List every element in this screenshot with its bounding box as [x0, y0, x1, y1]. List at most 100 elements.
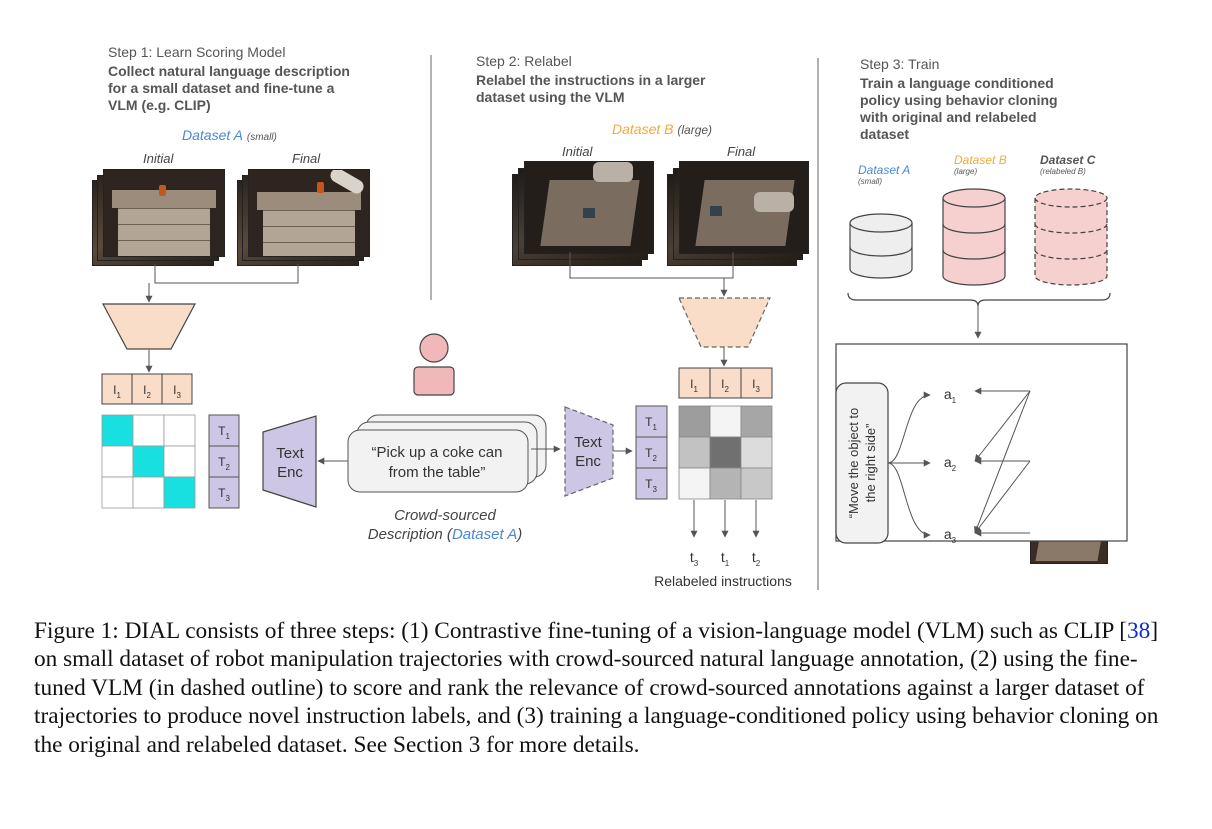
- action-a1: a1: [944, 386, 957, 405]
- step2-text-encoder-line2: Enc: [575, 453, 601, 470]
- step2-desc-line: Relabel the instructions in a larger: [476, 72, 706, 88]
- step1-label: Step 1: Learn Scoring Model: [108, 44, 286, 60]
- caption-text-before: Figure 1: DIAL consists of three steps: …: [34, 618, 1128, 644]
- step1-token-i1: I1: [113, 383, 121, 400]
- action-a3: a3: [944, 526, 957, 545]
- step3-dataset-c-label: Dataset C (relabeled B): [1040, 153, 1095, 176]
- step2-image-tokens: [678, 367, 773, 399]
- step1-token-i3: I3: [173, 383, 181, 400]
- step2-desc-line: dataset using the VLM: [476, 89, 625, 105]
- dataset-a-name: Dataset A: [858, 163, 911, 177]
- step1-initial-label: Initial: [143, 151, 174, 166]
- dataset-a-name: Dataset A: [182, 127, 243, 143]
- speech-bubble: [347, 429, 529, 493]
- obs1-to-a3: [974, 390, 1031, 534]
- database-b-icon: [942, 188, 1006, 286]
- step2-token-i3: I3: [752, 377, 760, 394]
- step2-text-tokens: [635, 405, 668, 500]
- dataset-b-name: Dataset B: [612, 121, 674, 137]
- step3-desc-line: with original and relabeled: [860, 109, 1037, 125]
- crowd-sourced-label: Crowd-sourced Description (Dataset A): [360, 506, 530, 544]
- step2-token-t3: T3: [645, 477, 657, 494]
- database-a-icon: [849, 213, 913, 279]
- step3-dataset-b-label: Dataset B (large): [954, 153, 1007, 176]
- step2-output-1: t3: [690, 549, 699, 568]
- dataset-c-name: Dataset C: [1040, 153, 1096, 167]
- crowd-line2-suffix: ): [517, 526, 523, 543]
- speech-line-2: from the table”: [389, 464, 486, 481]
- action-a2: a2: [944, 454, 957, 473]
- step2-output-2: t1: [721, 549, 730, 568]
- crowd-sourced-line2: Description (Dataset A): [360, 525, 530, 544]
- dataset-a-size: (small): [246, 132, 277, 143]
- step1-token-t3: T3: [218, 486, 230, 503]
- step3-desc-line: policy using behavior cloning: [860, 92, 1058, 108]
- instruction-box: [835, 382, 889, 544]
- step2-token-t1: T1: [645, 415, 657, 432]
- instruction-line-2: the right side”: [863, 424, 878, 503]
- branch-to-a3: [887, 462, 931, 539]
- step3-desc-line: Train a language conditioned: [860, 75, 1054, 91]
- caption-citation-link[interactable]: 38: [1127, 618, 1151, 644]
- dataset-b-note: (large): [954, 167, 978, 176]
- step2-final-label: Final: [727, 144, 756, 159]
- step1-token-t2: T2: [218, 455, 230, 472]
- obs1-to-a2: [974, 390, 1031, 462]
- step1-dataset-title: Dataset A (small): [182, 127, 277, 143]
- step2-output-3: t2: [752, 549, 761, 568]
- step1-initial-photo: [103, 169, 225, 257]
- step2-score-grid: [678, 405, 773, 500]
- instruction-line-1: “Move the object to: [846, 408, 861, 519]
- obs2-to-a3: [974, 460, 1031, 534]
- dataset-a-note: (small): [858, 177, 882, 186]
- step2-text-encoder-line1: Text: [574, 434, 602, 451]
- step3-desc-line: dataset: [860, 126, 910, 142]
- step1-description: Collect natural language description for…: [108, 63, 350, 114]
- caption-text-after: ] on small dataset of robot manipulation…: [34, 618, 1159, 758]
- dataset-c-note: (relabeled B): [1040, 167, 1086, 176]
- step1-desc-line: for a small dataset and fine-tune a: [108, 80, 335, 96]
- figure-caption: Figure 1: DIAL consists of three steps: …: [34, 617, 1184, 759]
- step1-final-photo: [248, 169, 370, 257]
- step2-token-t2: T2: [645, 446, 657, 463]
- step2-token-i1: I1: [690, 377, 698, 394]
- step1-token-t1: T1: [218, 424, 230, 441]
- relabeled-instructions-label: Relabeled instructions: [654, 573, 792, 589]
- step2-connector: [569, 252, 734, 279]
- step2-description: Relabel the instructions in a larger dat…: [476, 72, 706, 106]
- crowd-line2-dataset: Dataset A: [451, 526, 518, 543]
- step1-final-label: Final: [292, 151, 321, 166]
- step3-label: Step 3: Train: [860, 56, 940, 72]
- step1-image-encoder: [102, 303, 196, 350]
- step3-dataset-a-label: Dataset A (small): [858, 163, 910, 186]
- datasets-brace: [847, 292, 1111, 307]
- step1-text-encoder-line2: Enc: [277, 464, 303, 481]
- step1-text-encoder: [262, 415, 317, 508]
- branch-to-a1: [887, 391, 931, 464]
- database-c-icon: [1034, 188, 1108, 286]
- person-body: [413, 366, 455, 396]
- crowd-line2-prefix: Description (: [367, 526, 452, 543]
- speech-line-1: “Pick up a coke can: [372, 444, 503, 461]
- step1-desc-line: VLM (e.g. CLIP): [108, 97, 211, 113]
- dataset-b-name: Dataset B: [954, 153, 1007, 167]
- person-head: [419, 333, 449, 363]
- step1-text-encoder-line1: Text: [276, 445, 304, 462]
- dataset-b-size: (large): [677, 123, 713, 137]
- step2-label: Step 2: Relabel: [476, 53, 572, 69]
- step2-dataset-title: Dataset B (large): [612, 121, 712, 137]
- step1-text-tokens: [208, 414, 240, 509]
- step1-connector: [154, 264, 299, 284]
- step2-image-encoder: [678, 297, 771, 348]
- step3-description: Train a language conditioned policy usin…: [860, 75, 1058, 143]
- step2-text-encoder: [564, 406, 614, 497]
- step2-initial-label: Initial: [562, 144, 593, 159]
- step2-initial-photo: [524, 161, 654, 254]
- step1-similarity-grid: [101, 414, 196, 509]
- step1-image-tokens: [101, 373, 193, 405]
- step1-token-i2: I2: [143, 383, 151, 400]
- diagram-canvas: I1 I2 I3 T1 T2 T3 Text Enc “Pick up a co…: [101, 55, 1128, 590]
- step2-final-photo: [679, 161, 809, 254]
- crowd-sourced-line1: Crowd-sourced: [394, 507, 496, 524]
- step2-token-i2: I2: [721, 377, 729, 394]
